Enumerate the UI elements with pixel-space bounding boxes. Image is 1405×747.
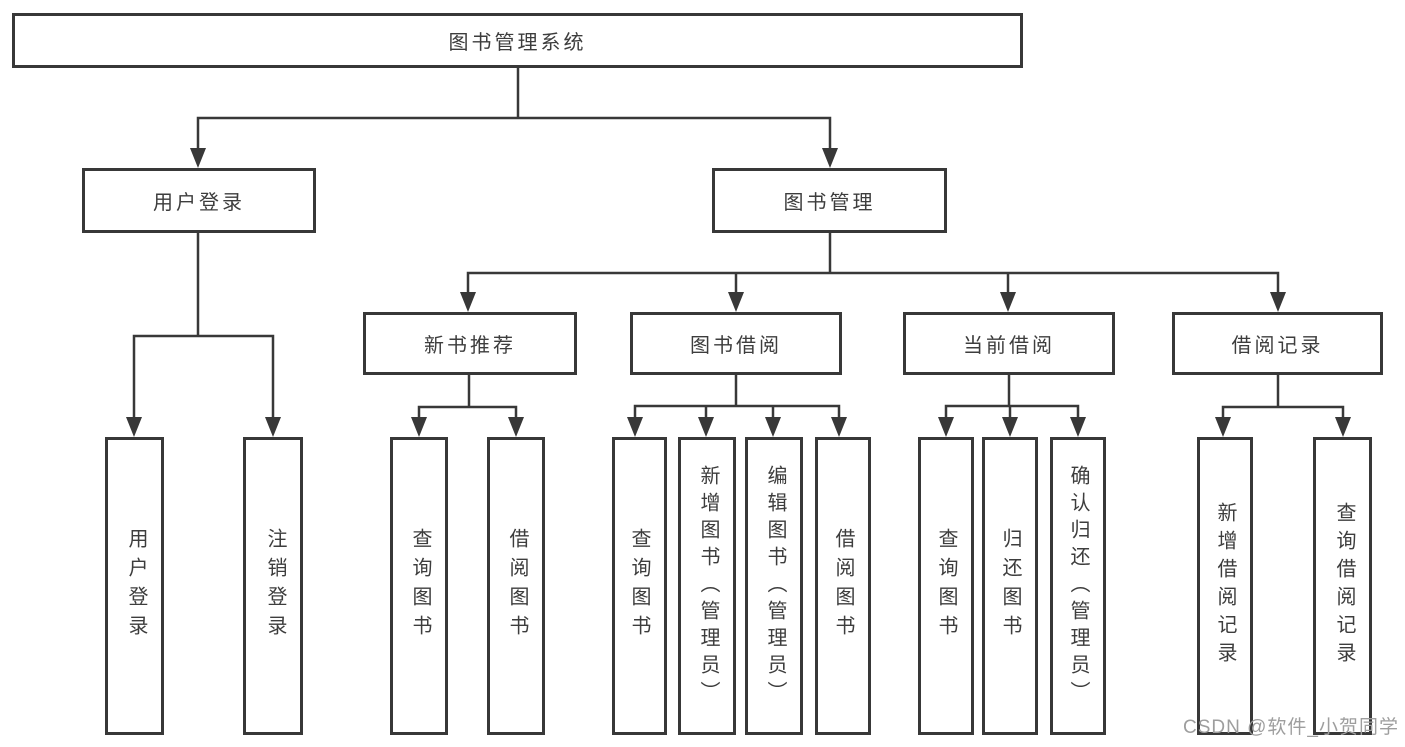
- arrow-down-icon: [627, 417, 643, 437]
- connector-line-group: [132, 68, 1345, 420]
- arrow-down-icon: [460, 292, 476, 312]
- node-root: 图书管理系统: [12, 13, 1023, 68]
- arrow-down-icon: [822, 148, 838, 168]
- leaf-query-borrow-record: 查询借阅记录: [1313, 437, 1372, 735]
- leaf-query-books-3: 查询图书: [918, 437, 974, 735]
- arrow-down-icon: [1000, 292, 1016, 312]
- leaf-query-books-2: 查询图书: [612, 437, 667, 735]
- connector-arrowheads: [126, 148, 1351, 437]
- arrow-down-icon: [1335, 417, 1351, 437]
- arrow-down-icon: [938, 417, 954, 437]
- leaf-logout: 注销登录: [243, 437, 303, 735]
- leaf-return-books: 归还图书: [982, 437, 1038, 735]
- arrow-down-icon: [728, 292, 744, 312]
- arrow-down-icon: [1270, 292, 1286, 312]
- watermark: CSDN @软件_小贺同学: [1183, 717, 1399, 738]
- arrow-down-icon: [698, 417, 714, 437]
- arrow-down-icon: [765, 417, 781, 437]
- leaf-query-books-1: 查询图书: [390, 437, 448, 735]
- arrow-down-icon: [411, 417, 427, 437]
- leaf-edit-books-admin: 编辑图书（管理员）: [745, 437, 803, 735]
- node-user-login: 用户登录: [82, 168, 316, 233]
- leaf-borrow-books-2: 借阅图书: [815, 437, 871, 735]
- node-new-book-recommend: 新书推荐: [363, 312, 577, 375]
- node-borrow-records: 借阅记录: [1172, 312, 1383, 375]
- arrow-down-icon: [126, 417, 142, 437]
- arrow-down-icon: [190, 148, 206, 168]
- leaf-add-borrow-record: 新增借阅记录: [1197, 437, 1253, 735]
- node-book-borrow: 图书借阅: [630, 312, 842, 375]
- node-current-borrow: 当前借阅: [903, 312, 1115, 375]
- arrow-down-icon: [1070, 417, 1086, 437]
- leaf-user-login: 用户登录: [105, 437, 164, 735]
- leaf-confirm-return-admin: 确认归还（管理员）: [1050, 437, 1106, 735]
- arrow-down-icon: [1215, 417, 1231, 437]
- node-book-management: 图书管理: [712, 168, 947, 233]
- arrow-down-icon: [265, 417, 281, 437]
- leaf-borrow-books-1: 借阅图书: [487, 437, 545, 735]
- arrow-down-icon: [831, 417, 847, 437]
- leaf-add-books-admin: 新增图书（管理员）: [678, 437, 736, 735]
- arrow-down-icon: [508, 417, 524, 437]
- arrow-down-icon: [1002, 417, 1018, 437]
